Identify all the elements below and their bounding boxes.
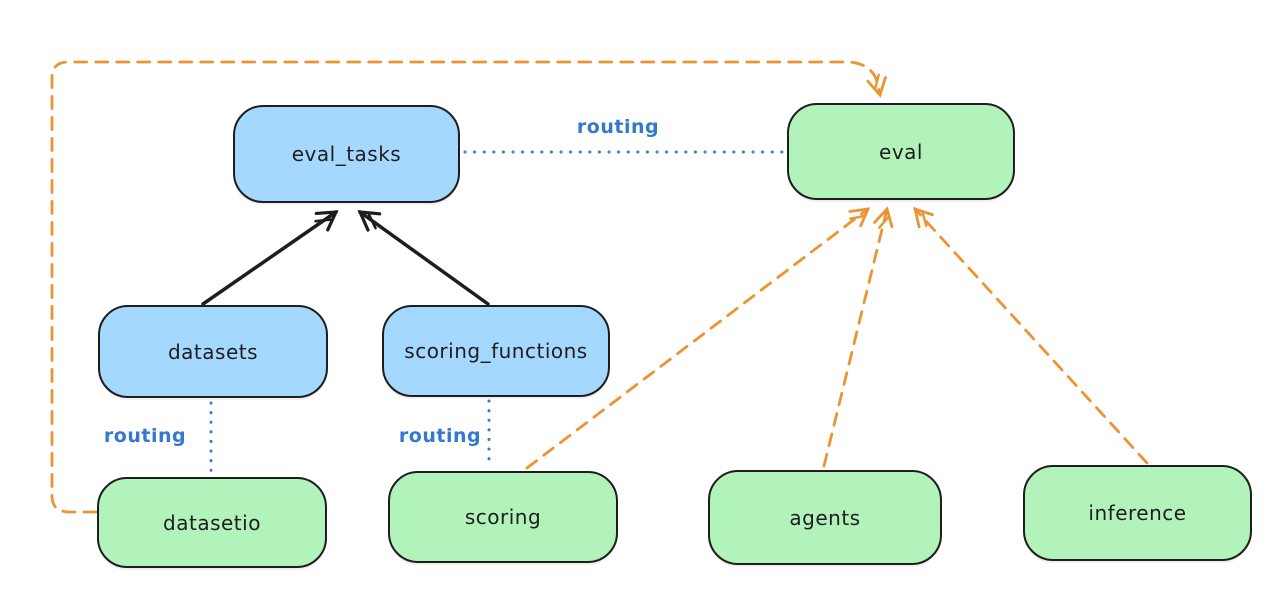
node-datasets-label: datasets [167, 339, 259, 364]
routing-label-eval-tasks-to-eval: routing [576, 116, 660, 138]
node-scoring-functions-label: scoring_functions [404, 339, 588, 363]
node-datasets: datasets [98, 305, 328, 398]
node-scoring: scoring [388, 471, 618, 563]
arrow-datasets-to-eval-tasks [201, 210, 339, 306]
node-inference: inference [1023, 465, 1252, 561]
node-datasetio-label: datasetio [163, 510, 261, 535]
node-inference-label: inference [1088, 501, 1187, 525]
node-eval: eval [787, 103, 1015, 200]
arrow-datasetio-to-eval [50, 60, 887, 514]
node-agents-label: agents [789, 505, 861, 530]
arrow-agents-to-eval [822, 206, 894, 468]
node-agents: agents [708, 470, 942, 565]
arrow-inference-to-eval [913, 206, 1149, 465]
node-eval-tasks-label: eval_tasks [291, 142, 402, 166]
routing-label-scoring-functions-to-scoring: routing [398, 425, 482, 447]
node-eval-tasks: eval_tasks [233, 105, 460, 203]
arrow-scoring-functions-to-eval-tasks [357, 210, 490, 306]
node-eval-label: eval [879, 139, 923, 164]
routing-label-datasets-to-datasetio: routing [103, 425, 187, 447]
arrow-scoring-to-eval [525, 207, 871, 470]
node-scoring-functions: scoring_functions [382, 305, 610, 397]
node-datasetio: datasetio [97, 477, 327, 568]
node-scoring-label: scoring [464, 505, 542, 529]
